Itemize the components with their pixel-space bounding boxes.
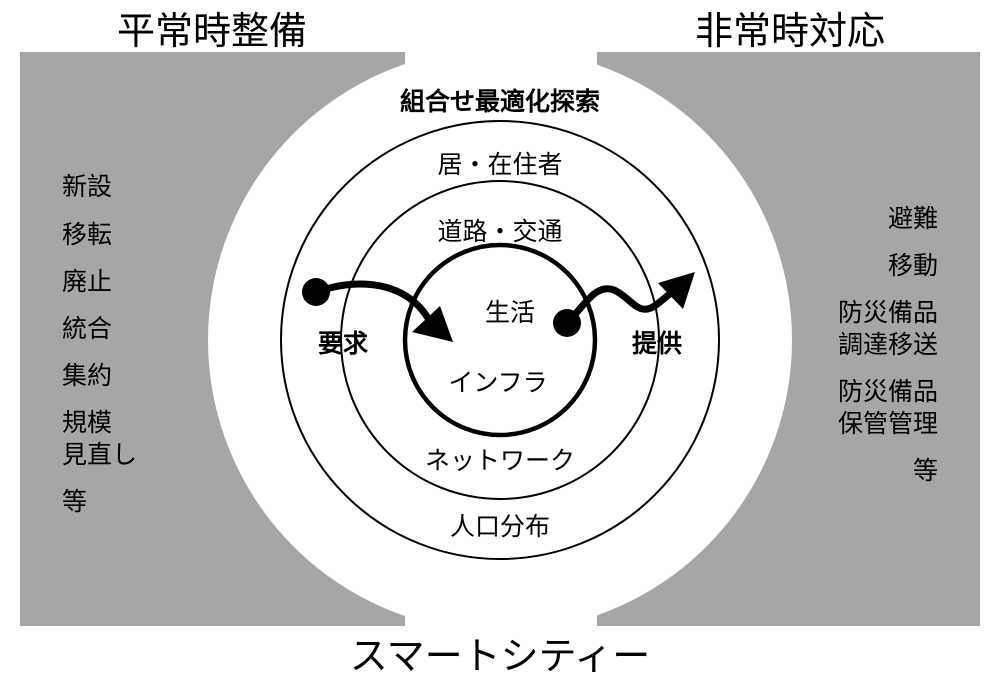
title-left: 平常時整備 <box>117 9 307 53</box>
provide-arrow-path <box>563 284 680 327</box>
ring-network <box>340 180 660 500</box>
right-item: 防災備品 <box>838 298 938 327</box>
ring3-top-label: 居・在住者 <box>437 150 562 179</box>
provide-label: 提供 <box>632 329 682 358</box>
left-item: 規模 <box>62 408 112 437</box>
right-item: 移動 <box>888 251 938 280</box>
ring2-bottom-label: ネットワーク <box>425 446 575 475</box>
core-circle <box>402 242 598 438</box>
core-bottom-label: インフラ <box>448 368 547 397</box>
right-item: 保管管理 <box>838 409 938 438</box>
left-item: 統合 <box>62 314 112 343</box>
outer-circle <box>208 48 792 632</box>
outer-label: 組合せ最適化探索 <box>400 87 600 116</box>
request-arrow-path <box>312 280 432 322</box>
title-bottom: スマートシティー <box>350 634 651 678</box>
left-item: 等 <box>62 487 87 516</box>
right-item: 防災備品 <box>838 377 938 406</box>
provide-arrow <box>553 272 695 337</box>
request-arrow <box>302 278 453 342</box>
left-item: 見直し <box>62 440 137 469</box>
right-item: 等 <box>913 456 938 485</box>
right-item: 避難 <box>888 204 938 233</box>
core-top-label: 生活 <box>485 298 535 327</box>
provide-arrowhead-icon <box>658 272 695 309</box>
title-right: 非常時対応 <box>695 9 885 53</box>
ring2-top-label: 道路・交通 <box>437 217 562 246</box>
left-item: 新設 <box>62 172 112 201</box>
ring3-bottom-label: 人口分布 <box>450 512 550 541</box>
left-list: 新設 移転 廃止 統合 集約 規模 見直し 等 <box>62 172 137 516</box>
left-item: 廃止 <box>62 267 112 296</box>
right-list: 避難 移動 防災備品 調達移送 防災備品 保管管理 等 <box>838 204 938 485</box>
left-item: 集約 <box>62 361 112 390</box>
left-item: 移転 <box>62 220 112 249</box>
request-label: 要求 <box>318 329 368 358</box>
request-arrowhead-icon <box>412 306 453 342</box>
ring-residents <box>280 120 720 560</box>
right-item: 調達移送 <box>838 330 938 359</box>
